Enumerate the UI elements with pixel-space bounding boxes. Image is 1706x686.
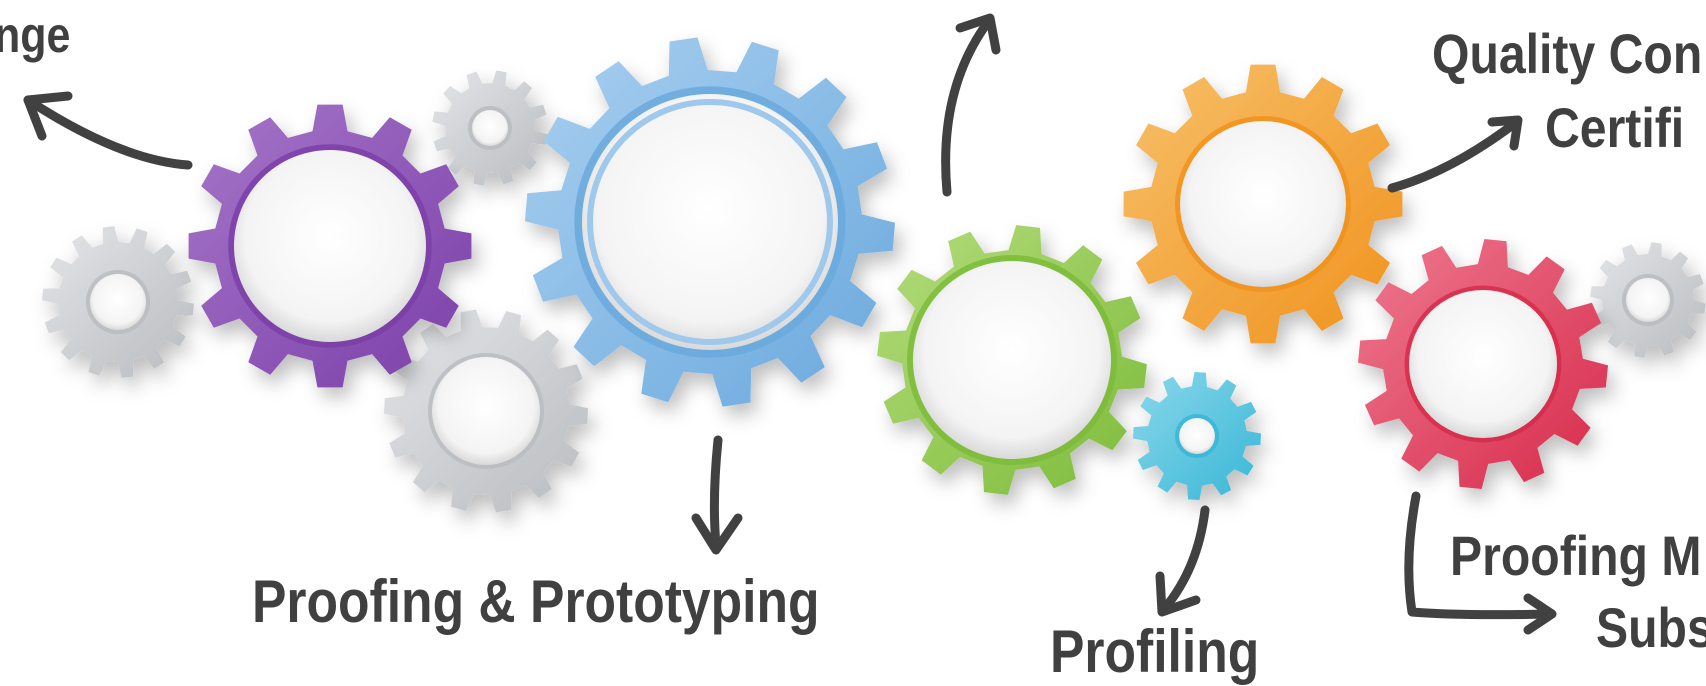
arrow-proofing-materials (1404, 491, 1557, 635)
arrow-proofing-shaft (709, 435, 723, 550)
arrow-proofing-materials-head (1523, 593, 1557, 635)
arrow-proofing (691, 435, 743, 555)
gear-red-hole (1409, 290, 1557, 438)
gear-blue (525, 37, 895, 407)
gear-cyan-hole (1179, 418, 1215, 454)
arrow-profiling (1155, 505, 1210, 617)
gear-cyan (1133, 372, 1261, 500)
gear-silver (42, 226, 194, 378)
arrow-up-center (941, 13, 1001, 197)
arrow-quality (1387, 115, 1523, 193)
gear-silver (384, 309, 588, 513)
arrow-top-left-head (23, 91, 73, 141)
label-quality-line-1: Quality Con (1432, 22, 1703, 85)
gear-green-hole (913, 261, 1111, 459)
gear-red (1358, 239, 1608, 489)
label-quality-line-2: Certifi (1545, 96, 1685, 159)
arrow-profiling-shaft (1160, 505, 1210, 613)
label-top-left-fragment: nge (0, 7, 71, 63)
gear-purple (188, 104, 472, 388)
arrow-profiling-head (1155, 571, 1201, 617)
gear-purple-hole (234, 150, 426, 342)
arrow-proofing-head (691, 513, 743, 555)
gear-orange (1123, 64, 1403, 344)
arrow-top-left-shaft (23, 95, 193, 170)
arrow-proofing-materials-shaft (1404, 491, 1555, 620)
label-proofing-materials-line-2: Subs (1596, 596, 1706, 659)
gear-silver (1590, 242, 1706, 358)
gear-silver-hole (1626, 278, 1670, 322)
gear-green (877, 225, 1147, 495)
arrow-top-left (23, 91, 193, 170)
gear-silver-hole (432, 357, 540, 465)
gear-silver-hole (472, 110, 508, 146)
gear-blue-inner-ring (587, 99, 833, 345)
arrow-up-center-shaft (941, 17, 993, 197)
gear-orange-hole (1180, 121, 1346, 287)
arrow-quality-head (1487, 115, 1523, 151)
label-proofing-materials-line-1: Proofing M (1450, 524, 1702, 587)
arrow-up-center-head (955, 13, 1001, 55)
arrow-quality-shaft (1387, 119, 1519, 193)
gear-blue-hole (582, 94, 838, 350)
label-profiling: Profiling (1050, 618, 1260, 685)
label-proofing-prototyping: Proofing & Prototyping (252, 568, 820, 635)
gear-silver (432, 70, 548, 186)
gear-silver-hole (90, 274, 146, 330)
